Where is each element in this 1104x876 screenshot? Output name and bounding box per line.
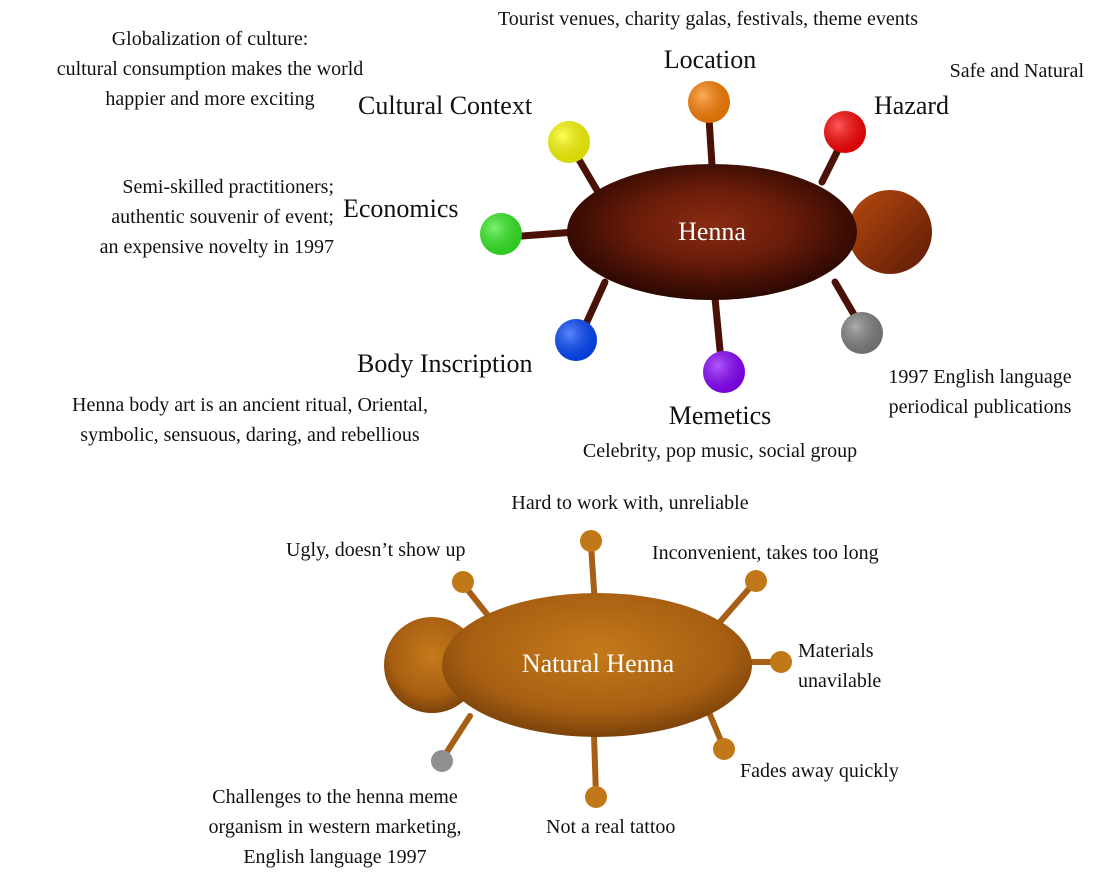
henna-title: Henna <box>678 217 746 246</box>
spoke-economics <box>518 228 579 240</box>
spoke-challenges <box>440 713 473 761</box>
inconvenient-desc: Inconvenient, takes too long <box>652 542 879 564</box>
node-shade-memetics <box>703 351 745 393</box>
spoke-location <box>705 114 716 169</box>
node-shade-publications <box>841 312 883 354</box>
natural-henna-body <box>442 593 752 737</box>
node-materials <box>770 651 792 673</box>
economics-desc: Semi-skilled practitioners; authentic so… <box>99 176 334 258</box>
natural-henna-title: Natural Henna <box>521 649 675 678</box>
economics-label: Economics <box>343 194 459 223</box>
node-shade-location <box>688 81 730 123</box>
spoke-inconvenient <box>717 580 757 625</box>
location-label: Location <box>663 45 757 74</box>
henna-body <box>567 164 857 300</box>
node-ugly <box>452 571 474 593</box>
spoke-body-inscription <box>581 278 609 330</box>
spoke-cultural-context <box>574 154 602 196</box>
fades-desc: Fades away quickly <box>740 760 899 782</box>
henna-spokes <box>518 114 860 354</box>
hard-desc: Hard to work with, unreliable <box>511 492 749 514</box>
natural-henna-nodes <box>431 530 792 808</box>
publications-desc: 1997 English language periodical publica… <box>888 366 1072 418</box>
challenges-desc: Challenges to the henna meme organism in… <box>208 786 462 868</box>
spoke-hazard <box>818 146 842 186</box>
node-not-tattoo <box>585 786 607 808</box>
ugly-desc: Ugly, doesn’t show up <box>286 539 466 561</box>
spoke-publications <box>831 278 860 322</box>
henna-nodes <box>480 81 883 393</box>
body-inscription-desc: Henna body art is an ancient ritual, Ori… <box>72 394 428 446</box>
location-desc: Tourist venues, charity galas, festivals… <box>497 8 919 30</box>
node-shade-body-inscription <box>555 319 597 361</box>
hazard-desc: Safe and Natural <box>949 60 1084 82</box>
node-shade-hazard <box>824 111 866 153</box>
node-shade-cultural-context <box>548 121 590 163</box>
node-hard <box>580 530 602 552</box>
materials-desc: Materials unavilable <box>798 640 882 692</box>
spoke-not-tattoo <box>591 732 599 798</box>
spoke-memetics <box>711 294 724 354</box>
memetics-desc: Celebrity, pop music, social group <box>582 440 858 462</box>
not-tattoo-desc: Not a real tattoo <box>546 816 676 838</box>
memetics-label: Memetics <box>668 401 772 430</box>
cultural-context-label: Cultural Context <box>358 91 533 120</box>
henna-head <box>848 190 932 274</box>
node-challenges <box>431 750 453 772</box>
node-inconvenient <box>745 570 767 592</box>
hazard-label: Hazard <box>874 91 950 120</box>
cultural-context-desc: Globalization of culture: cultural consu… <box>56 28 364 110</box>
node-fades <box>713 738 735 760</box>
body-inscription-label: Body Inscription <box>357 349 533 378</box>
node-shade-economics <box>480 213 522 255</box>
natural-henna-spokes <box>440 542 783 798</box>
